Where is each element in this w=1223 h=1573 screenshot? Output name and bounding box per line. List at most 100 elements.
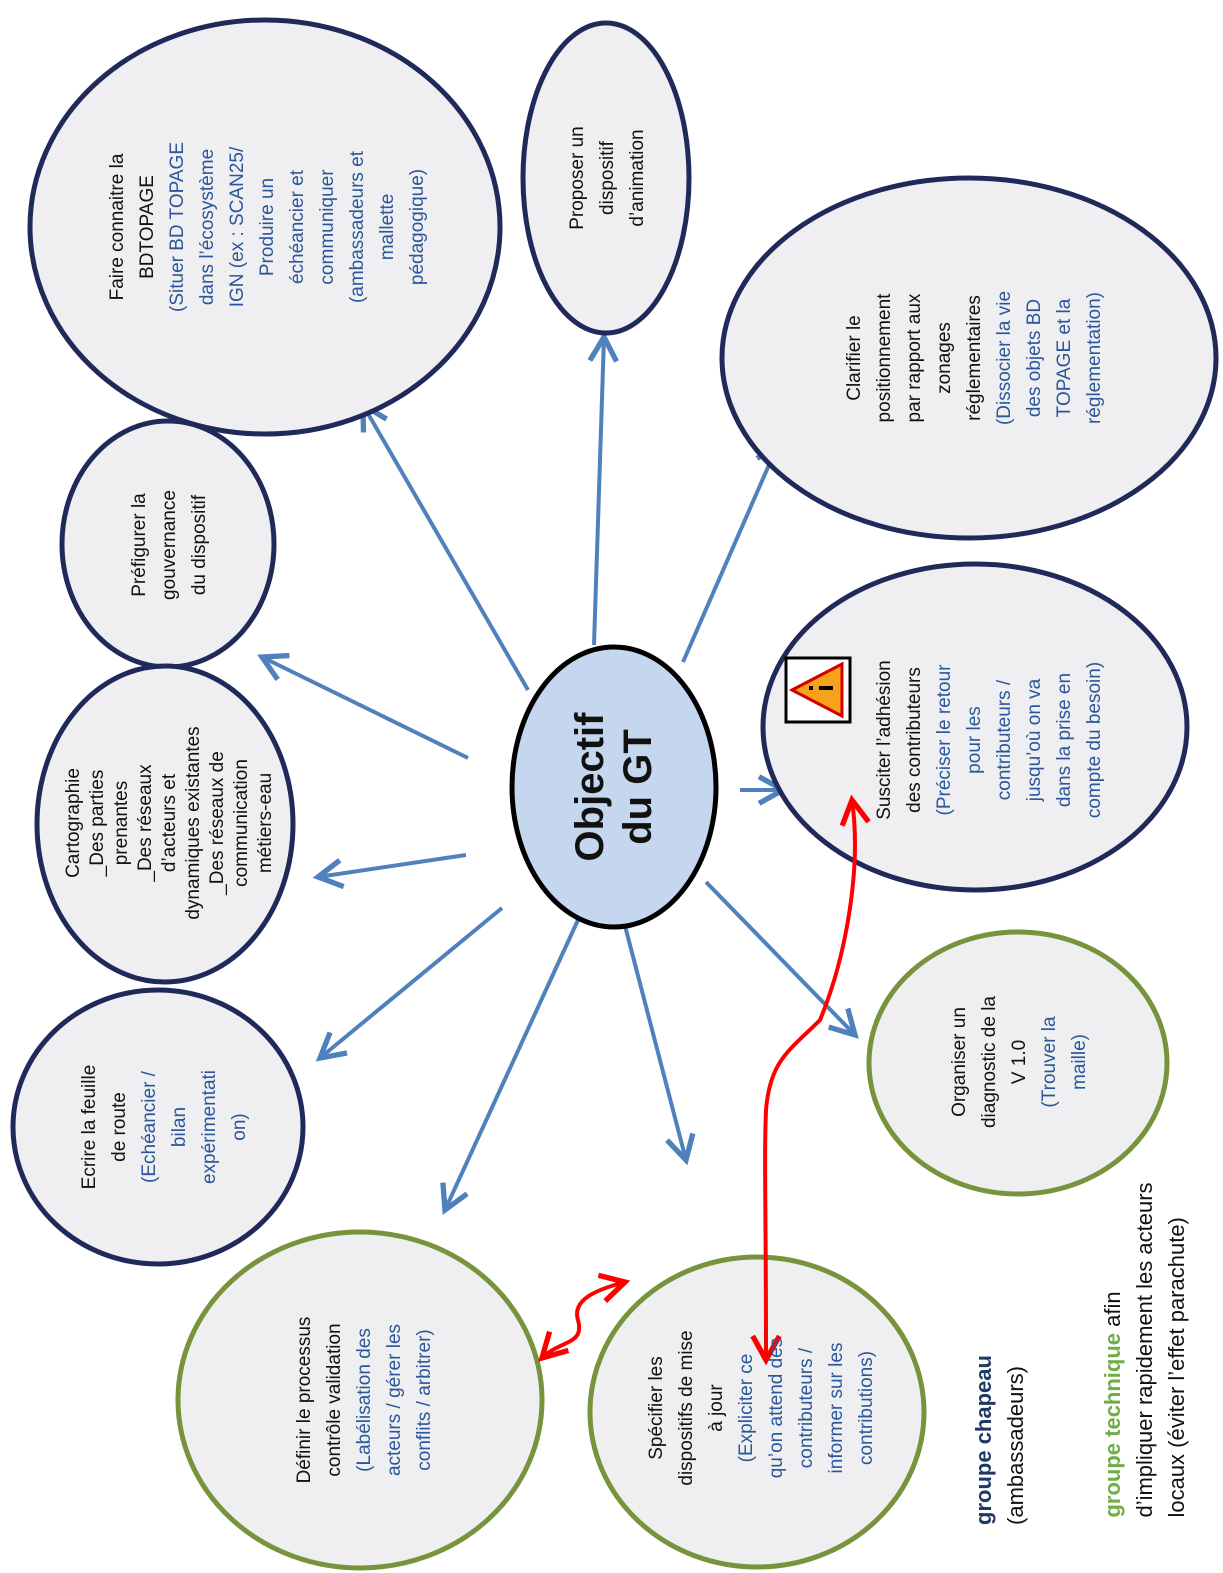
red-arrow-susciter-specifier xyxy=(765,800,855,1360)
text-line: métiers-eau xyxy=(255,772,276,874)
text-line: dispositif xyxy=(597,141,618,215)
text-line: des contributeurs xyxy=(904,667,925,813)
text-line: à jour xyxy=(706,1384,727,1432)
legend-chapeau: groupe chapeau (ambassadeurs) xyxy=(968,1355,1032,1525)
legend-chapeau-detail: (ambassadeurs) xyxy=(1003,1366,1028,1525)
text-line: (Trouver la xyxy=(1039,1016,1060,1108)
text-line: Préfigurer la xyxy=(129,493,150,597)
label-specifier: Spécifier les dispositifs de mise à jour… xyxy=(632,1288,892,1528)
text-line: qu’on attend des xyxy=(766,1337,787,1479)
text-line: prenantes xyxy=(111,780,132,866)
text-line: Organiser un xyxy=(949,1007,970,1117)
text-line: de route xyxy=(109,1092,130,1162)
text-line: par rapport aux xyxy=(904,293,925,423)
warning-icon xyxy=(784,656,852,724)
label-definir: Définir le processus contrôle validation… xyxy=(280,1280,450,1520)
label-organiser: Organiser un diagnostic de la V 1.0 (Tro… xyxy=(935,957,1105,1167)
text-line: (Echéancier / xyxy=(139,1071,160,1183)
node-center xyxy=(509,644,719,930)
text-line: contributeurs / xyxy=(796,1347,817,1469)
text-line: d’acteurs et xyxy=(159,773,180,873)
text-line: dans l’écosystème xyxy=(197,148,218,306)
text-line: maille) xyxy=(1069,1034,1090,1090)
text-line: du dispositif xyxy=(189,494,210,596)
text-line: informer sur les xyxy=(826,1342,847,1474)
text-line: _Des réseaux xyxy=(135,764,156,882)
arrow-to-organiser xyxy=(704,880,855,1035)
legend-technique: groupe technique afin d’impliquer rapide… xyxy=(1097,1182,1193,1517)
text-line: conflits / arbitrer) xyxy=(414,1329,435,1471)
text-line: pour les xyxy=(964,706,985,774)
text-line: V 1.0 xyxy=(1009,1039,1030,1085)
legend-technique-detail-3: locaux (éviter l’effet parachute) xyxy=(1164,1217,1189,1518)
arrow-to-clarifier xyxy=(681,442,779,663)
text-line: échéancier et xyxy=(287,169,308,285)
text-line: dispositifs de mise xyxy=(676,1330,697,1486)
text-line: (Dissocier la vie xyxy=(994,290,1015,426)
text-line: _Des parties xyxy=(87,769,108,877)
label-ecrire: Ecrire la feuille de route (Echéancier /… xyxy=(70,1022,260,1232)
text-line: (Expliciter ce xyxy=(736,1353,757,1463)
center-label: Objectif du GT xyxy=(539,677,689,897)
text-line: Faire connaitre la xyxy=(107,153,128,301)
text-line: Produire un xyxy=(257,177,278,277)
text-line: expérimentati xyxy=(199,1069,220,1185)
node-faire-connaitre xyxy=(27,17,503,437)
arrow-to-ecrire xyxy=(320,906,504,1058)
arrow-to-proposer xyxy=(594,337,604,646)
text-line: (Préciser le retour xyxy=(934,664,955,816)
text-line: (Labélisation des xyxy=(354,1328,375,1472)
text-line: (ambassadeurs et xyxy=(347,150,368,304)
text-line: diagnostic de la xyxy=(979,995,1000,1129)
red-arrow-definir-specifier xyxy=(542,1282,625,1358)
text-line: TOPAGE et la xyxy=(1054,298,1075,418)
label-proposer: Proposer un dispositif d’animation xyxy=(548,58,668,298)
arrow-to-faire-connaitre xyxy=(363,405,530,692)
text-line: acteurs / gérer les xyxy=(384,1323,405,1477)
text-line: communication xyxy=(231,759,252,887)
center-title-line1: Objectif xyxy=(568,712,612,862)
text-line: Susciter l’adhésion xyxy=(874,660,895,820)
text-line: Ecrire la feuille xyxy=(79,1064,100,1190)
text-line: Clarifier le xyxy=(844,315,865,401)
text-line: contributeurs / xyxy=(994,679,1015,801)
label-cartographie: Cartographie _Des parties prenantes _Des… xyxy=(60,688,280,958)
arrow-to-specifier xyxy=(622,921,686,1160)
legend-technique-detail-2: d’impliquer rapidement les acteurs xyxy=(1132,1182,1157,1518)
arrow-to-definir xyxy=(445,919,580,1210)
text-line: des objets BD xyxy=(1024,298,1045,418)
text-line: positionnement xyxy=(874,293,895,423)
text-line: contributions) xyxy=(856,1350,877,1466)
legend-technique-detail-1: afin xyxy=(1100,1291,1125,1333)
text-line: BDTOPAGE xyxy=(137,175,158,279)
text-line: dans la prise en xyxy=(1054,672,1075,808)
text-line: _Des réseaux de xyxy=(207,751,228,895)
text-line: pédagogique) xyxy=(407,168,428,286)
text-line: communiquer xyxy=(317,169,338,285)
text-line: mallette xyxy=(377,193,398,261)
text-line: gouvernance xyxy=(159,490,180,600)
node-ecrire xyxy=(10,987,306,1267)
label-prefigurer: Préfigurer la gouvernance du dispositif xyxy=(110,445,230,645)
label-faire-connaitre: Faire connaitre la BDTOPAGE (Situer BD T… xyxy=(98,47,438,407)
text-line: dynamiques existantes xyxy=(183,726,204,920)
text-line: (Situer BD TOPAGE xyxy=(167,142,188,312)
text-line: bilan xyxy=(169,1106,190,1148)
text-line: compte du besoin) xyxy=(1084,661,1105,819)
text-line: jusqu’où on va xyxy=(1024,678,1045,802)
label-clarifier: Clarifier le positionnement par rapport … xyxy=(830,208,1120,508)
node-definir xyxy=(175,1229,545,1571)
text-line: zonages xyxy=(934,322,955,394)
text-line: Définir le processus xyxy=(294,1316,315,1484)
text-line: on) xyxy=(229,1113,250,1141)
arrow-to-prefigurer xyxy=(262,657,469,760)
text-line: contrôle validation xyxy=(324,1323,345,1477)
text-line: réglementation) xyxy=(1084,291,1105,425)
arrow-to-cartographie xyxy=(318,853,467,877)
text-line: d’animation xyxy=(627,129,648,227)
legend-chapeau-title: groupe chapeau xyxy=(971,1355,996,1525)
node-proposer xyxy=(520,20,692,336)
text-line: Cartographie xyxy=(63,768,84,878)
